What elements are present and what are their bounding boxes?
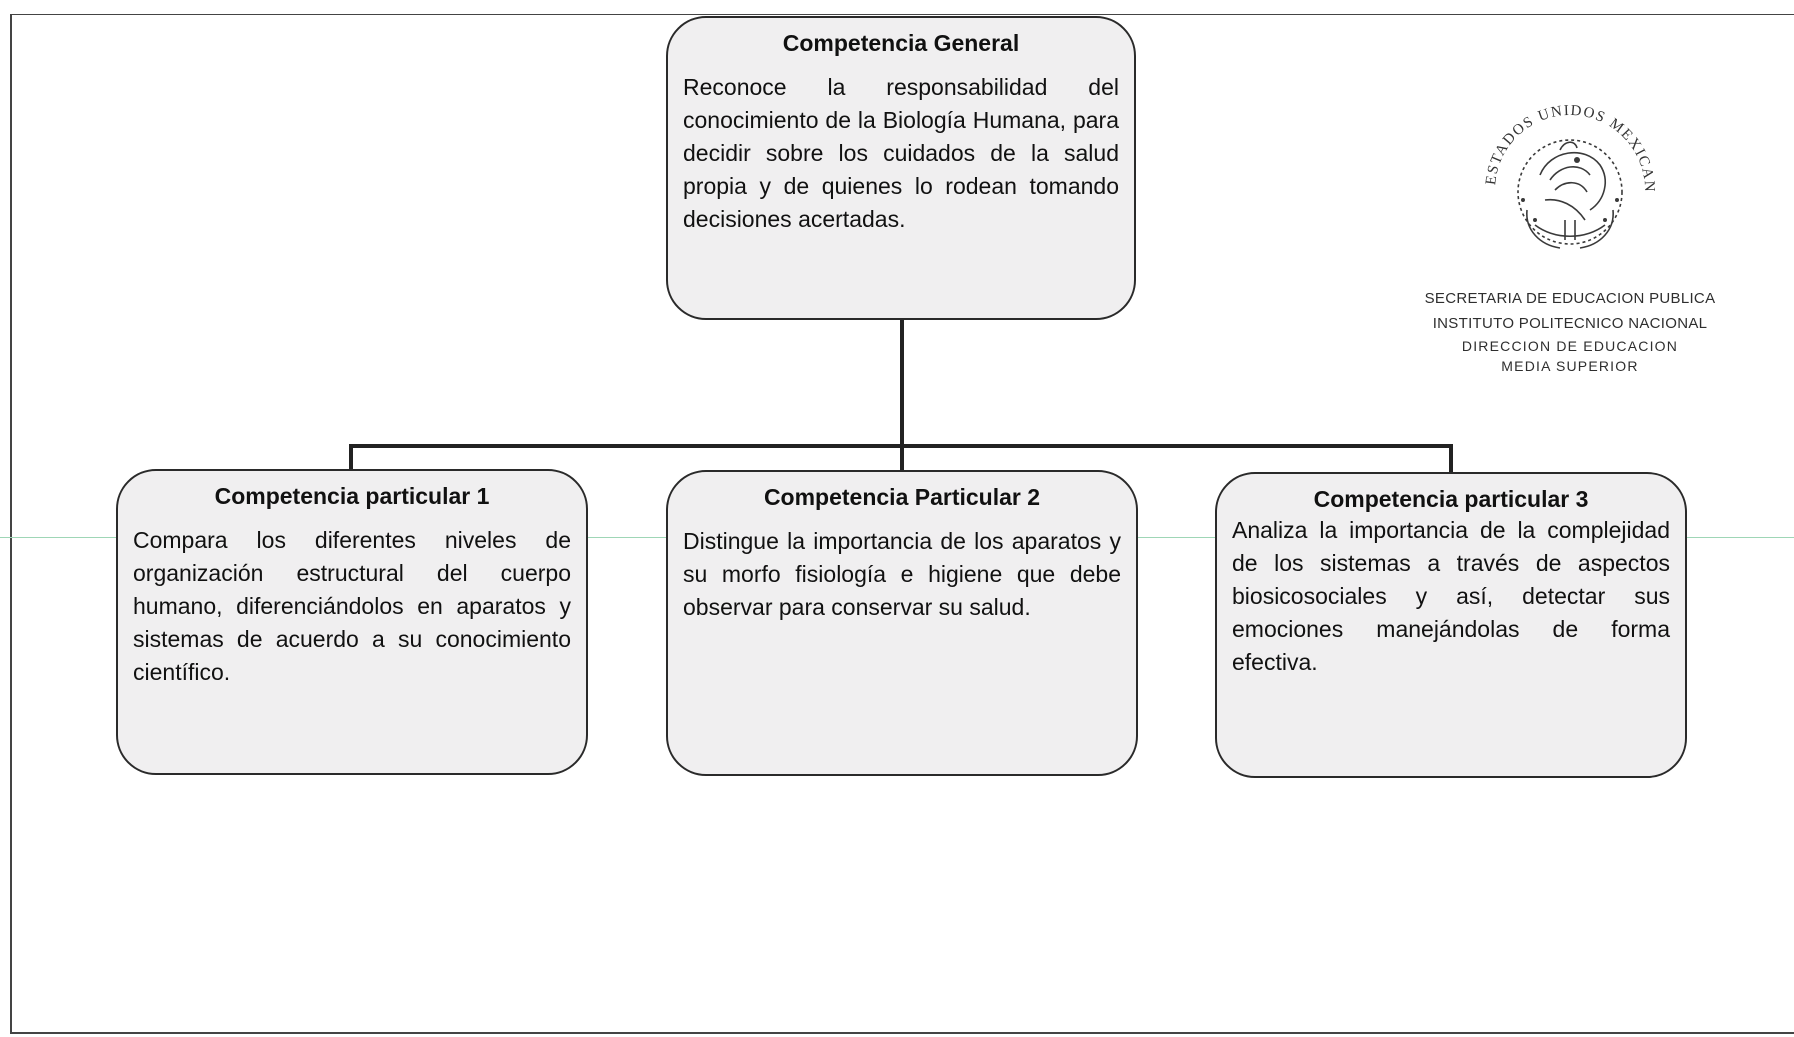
particular-competence-1-text: Compara los diferentes niveles de organi… [133,527,571,685]
particular-competence-1-title: Competencia particular 1 [214,483,490,509]
particular-competence-1-box: Competencia particular 1 Compara los dif… [116,469,588,775]
particular-competence-2-text: Distingue la importancia de los aparatos… [683,528,1121,620]
seal-line-2: INSTITUTO POLITECNICO NACIONAL [1432,315,1708,332]
particular-competence-3-text: Analiza la importancia de la complejidad… [1232,517,1670,675]
general-competence-box: Competencia General Reconoce la responsa… [666,16,1136,320]
particular-competence-3-title: Competencia particular 3 [1313,486,1589,512]
connector-to-particular-1 [349,444,353,470]
mexican-coat-of-arms-icon: ESTADOS UNIDOS MEXICANOS [1465,80,1657,249]
connector-vertical [900,320,904,470]
connector-horizontal [349,444,1453,448]
particular-competence-2-box: Competencia Particular 2 Distingue la im… [666,470,1138,776]
general-competence-title: Competencia General [782,30,1020,56]
particular-competence-2-title: Competencia Particular 2 [763,484,1041,510]
connector-to-particular-3 [1449,444,1453,472]
svg-text:ESTADOS UNIDOS MEXICANOS: ESTADOS UNIDOS MEXICANOS [1465,80,1657,193]
seal-line-3: DIRECCION DE EDUCACION [1461,338,1679,354]
seal-ring-text: ESTADOS UNIDOS MEXICANOS [1465,80,1656,193]
seal-line-1: SECRETARIA DE EDUCACION PUBLICA [1424,290,1716,307]
official-seal: ESTADOS UNIDOS MEXICANOS SECRETARIA DE E… [1410,80,1730,380]
page-frame [10,14,1794,1034]
seal-line-4: MEDIA SUPERIOR [1501,358,1639,374]
general-competence-text: Reconoce la responsabilidad del conocimi… [683,74,1119,232]
particular-competence-3-box: Competencia particular 3 Analiza la impo… [1215,472,1687,778]
